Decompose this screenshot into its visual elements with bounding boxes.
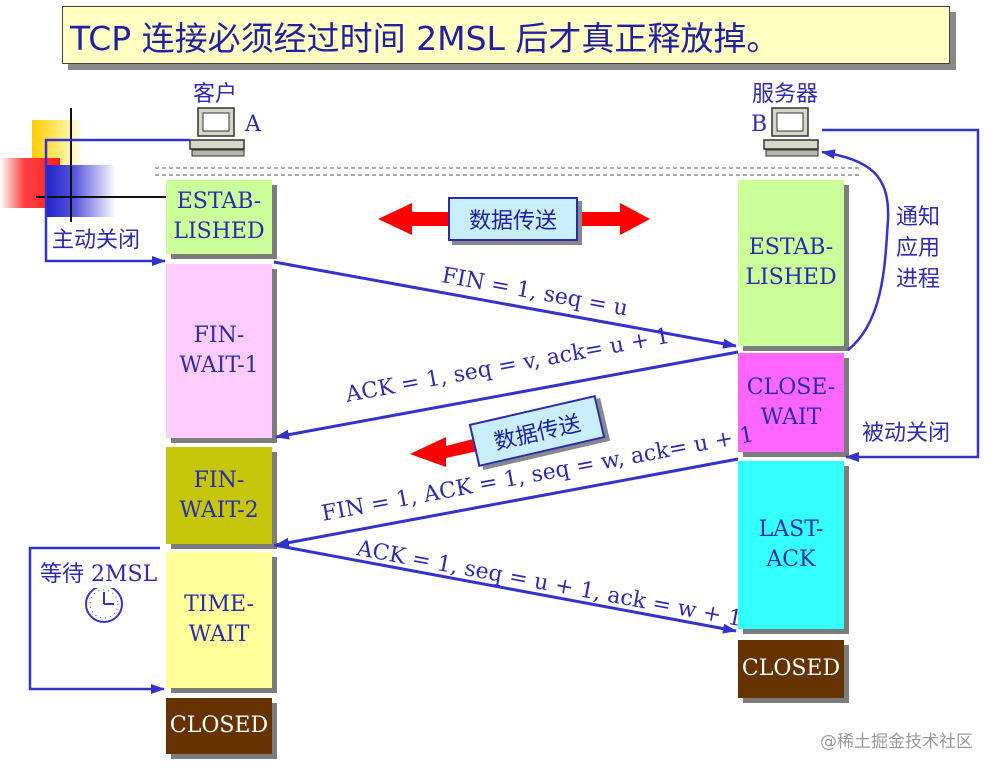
client-state-fin-wait-1: FIN- WAIT-1	[166, 264, 272, 438]
wait-2msl-arrow	[28, 546, 165, 694]
data-transfer-box-top: 数据传送	[448, 197, 578, 241]
client-state-time-wait: TIME- WAIT	[166, 552, 272, 688]
server-state-last-ack: LAST- ACK	[738, 461, 844, 629]
active-close-label: 主动关闭	[52, 222, 141, 254]
data-transfer-left-arrow	[410, 436, 487, 467]
client-label: 客户	[193, 82, 238, 107]
server-state-closed: CLOSED	[738, 640, 844, 698]
passive-close-label: 被动关闭	[862, 421, 951, 446]
ack2-arrow	[273, 543, 737, 634]
notify-app-label: 通知 应用 进程	[896, 205, 941, 292]
ack1-arrow	[275, 350, 739, 440]
page-title: TCP 连接必须经过时间 2MSL 后才真正释放掉。	[70, 19, 780, 58]
wait-2msl-label: 等待 2MSL	[40, 556, 158, 588]
notify-app-arrow	[821, 149, 890, 351]
client-state-closed: CLOSED	[166, 698, 272, 754]
decor-vertical-line	[70, 108, 72, 223]
client-state-established: ESTAB- LISHED	[166, 180, 272, 254]
server-label: 服务器	[752, 82, 819, 107]
client-state-fin-wait-2: FIN- WAIT-2	[166, 447, 272, 544]
active-close-arrow	[44, 138, 190, 266]
server-id: B	[751, 112, 768, 137]
client-computer-icon	[189, 107, 245, 157]
fin2-arrow	[275, 457, 739, 548]
decor-blue-square	[46, 165, 116, 217]
fin1-arrow	[273, 260, 737, 349]
server-computer-icon	[763, 107, 819, 157]
passive-close-arrow	[822, 128, 980, 462]
watermark: @稀土掘金技术社区	[820, 732, 973, 752]
decor-horizontal-line	[36, 196, 166, 198]
clock-icon	[85, 585, 123, 623]
client-id: A	[245, 112, 261, 137]
server-state-established: ESTAB- LISHED	[738, 180, 844, 346]
title-box	[62, 6, 950, 64]
server-state-close-wait: CLOSE- WAIT	[738, 353, 844, 452]
